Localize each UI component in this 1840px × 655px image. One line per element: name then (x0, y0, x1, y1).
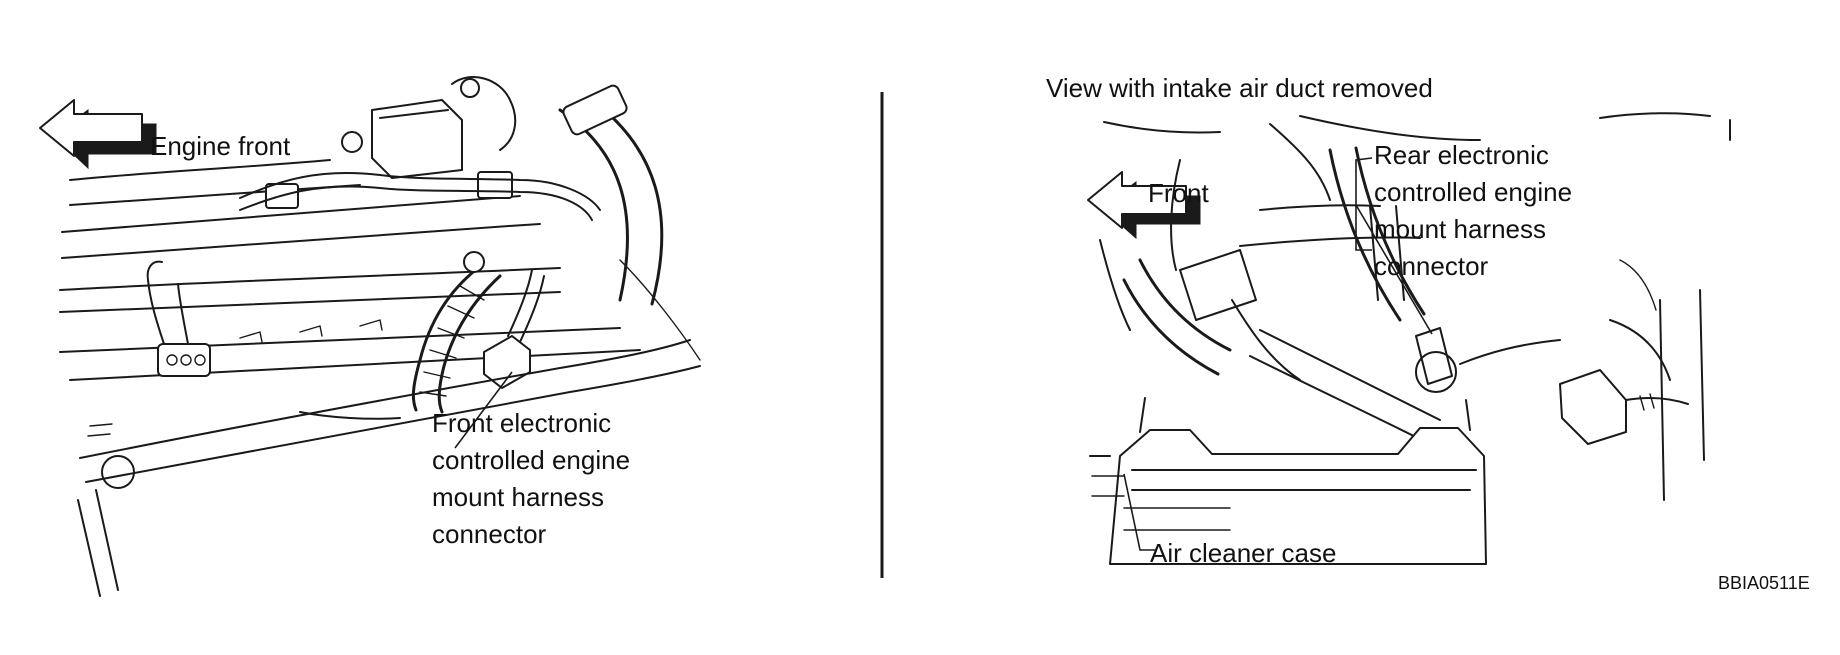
callout-line: controlled engine (1374, 177, 1573, 207)
callout-line: connector (432, 519, 547, 549)
front-connector-callout: Front electronic controlled engine mount… (432, 405, 630, 553)
callout-line: mount harness (432, 482, 604, 512)
figure-code: BBIA0511E (1718, 573, 1810, 593)
callout-line: connector (1374, 251, 1489, 281)
engine-front-label: Engine front (150, 131, 291, 161)
rear-connector-leader (1355, 157, 1433, 335)
front-arrow (1087, 171, 1201, 240)
callout-line: controlled engine (432, 445, 631, 475)
air-cleaner-leader (1123, 473, 1156, 551)
right-illustration (1087, 112, 1731, 565)
callout-line: Rear electronic (1374, 140, 1549, 170)
callout-line: mount harness (1374, 214, 1546, 244)
engine-front-arrow (39, 99, 157, 170)
air-cleaner-label: Air cleaner case (1150, 538, 1337, 568)
view-title: View with intake air duct removed (1046, 73, 1433, 103)
front-connector-leader (454, 371, 513, 449)
callout-line: Front electronic (432, 408, 612, 438)
rear-connector-callout: Rear electronic controlled engine mount … (1374, 137, 1572, 285)
left-illustration (39, 76, 701, 597)
front-label: Front (1148, 178, 1209, 208)
